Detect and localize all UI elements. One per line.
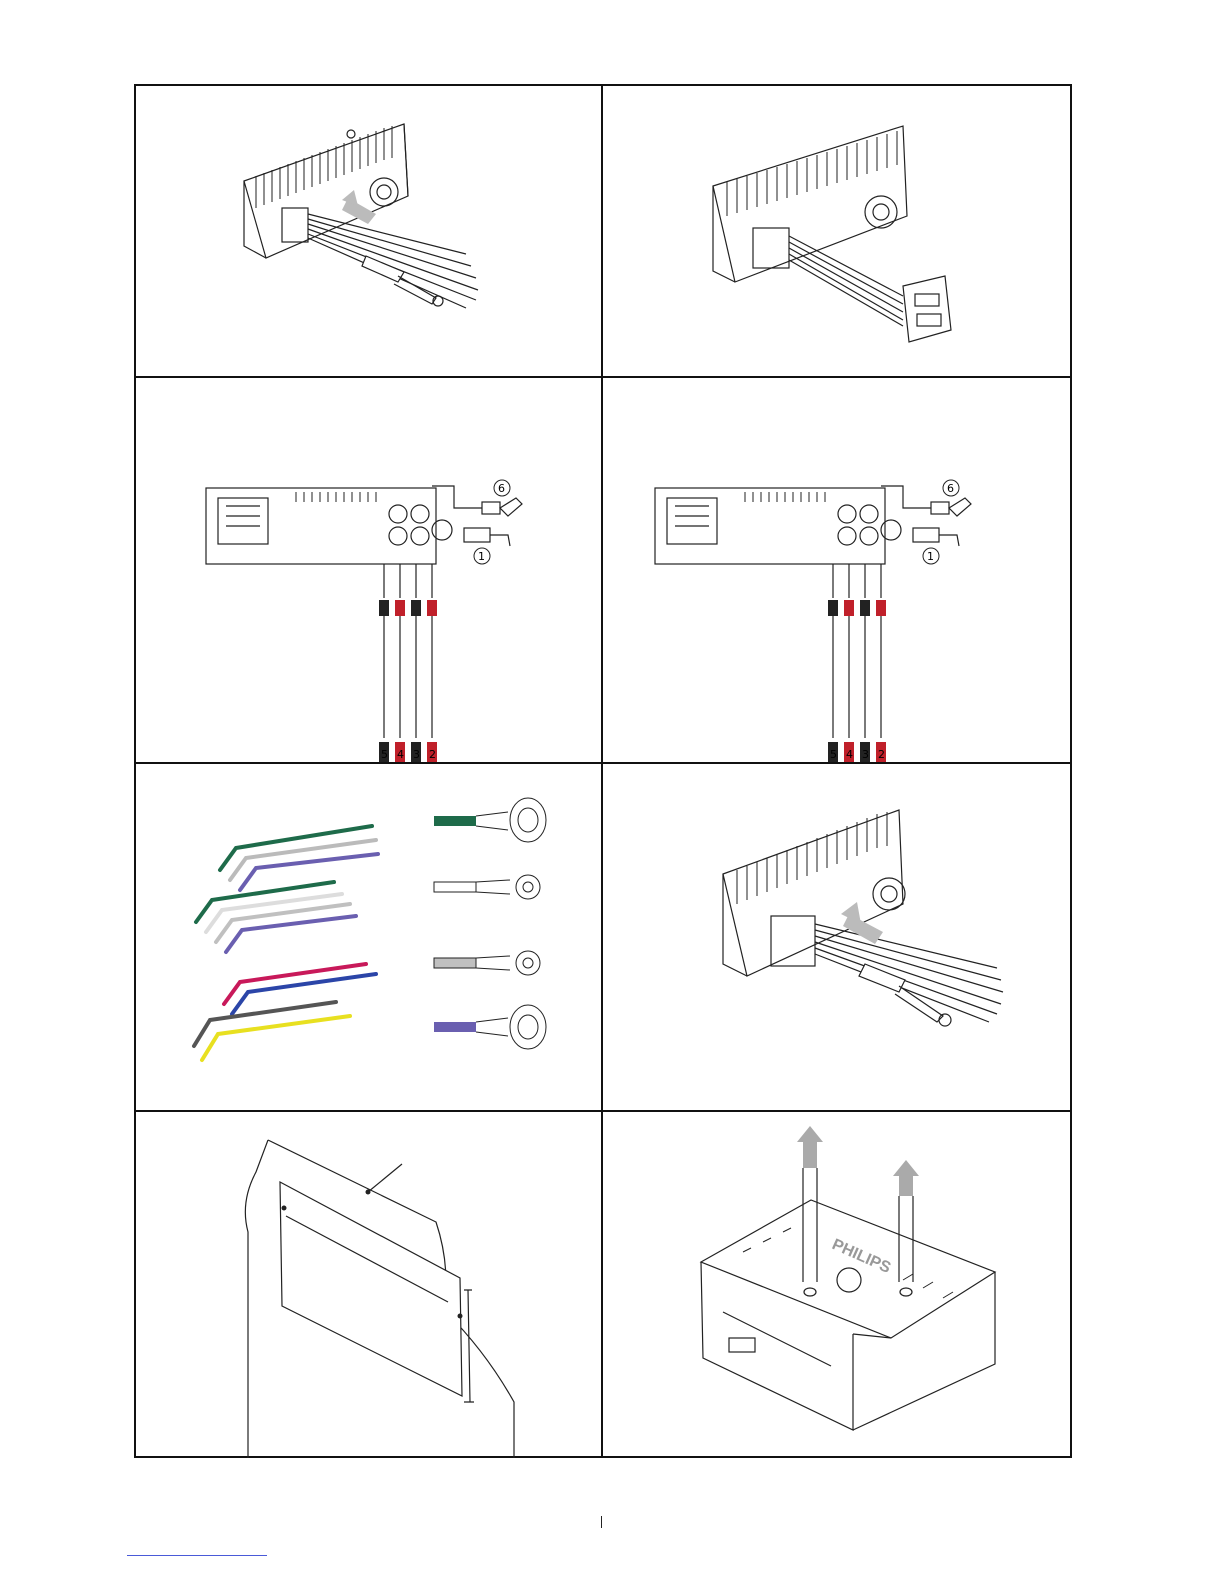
callout-2-label: 2 (878, 748, 885, 761)
callout-5-label: 5 (381, 748, 388, 761)
figure-7-dashboard-cutout (136, 1112, 601, 1458)
callout-4-label: 4 (397, 748, 404, 761)
speaker-2-wire-tag (434, 882, 476, 892)
figure-8-release-keys: PHILIPS (603, 1112, 1072, 1458)
figure-1-harness-connected (136, 86, 601, 376)
callout-6-label: 6 (947, 482, 954, 495)
figure-2-iso-connector (603, 86, 1072, 376)
page-number-mark (601, 1516, 602, 1528)
callout-6-label: 6 (498, 482, 505, 495)
callout-4-label: 4 (846, 748, 853, 761)
callout-2-label: 2 (429, 748, 436, 761)
footer-link-underline[interactable] (127, 1555, 267, 1556)
callout-3-label: 3 (862, 748, 869, 761)
speaker-4-wire-tag (434, 1022, 476, 1032)
figure-5-speaker-wiring (136, 764, 601, 1110)
callout-5-label: 5 (830, 748, 837, 761)
callout-1-label: 1 (927, 550, 934, 563)
speaker-1-wire-tag (434, 816, 476, 826)
callout-1-label: 1 (478, 550, 485, 563)
wire-violet-striped (226, 916, 356, 952)
figure-6-harness-insert (603, 764, 1072, 1110)
speaker-3-wire-tag (434, 958, 476, 968)
wire-yellow (202, 1016, 350, 1060)
callout-3-label: 3 (413, 748, 420, 761)
